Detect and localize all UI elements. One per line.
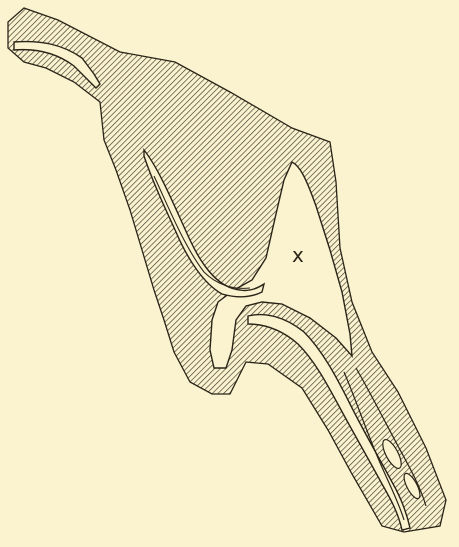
cavity-marker-label: x bbox=[292, 243, 304, 267]
hatched-tissue-mass bbox=[8, 8, 446, 532]
